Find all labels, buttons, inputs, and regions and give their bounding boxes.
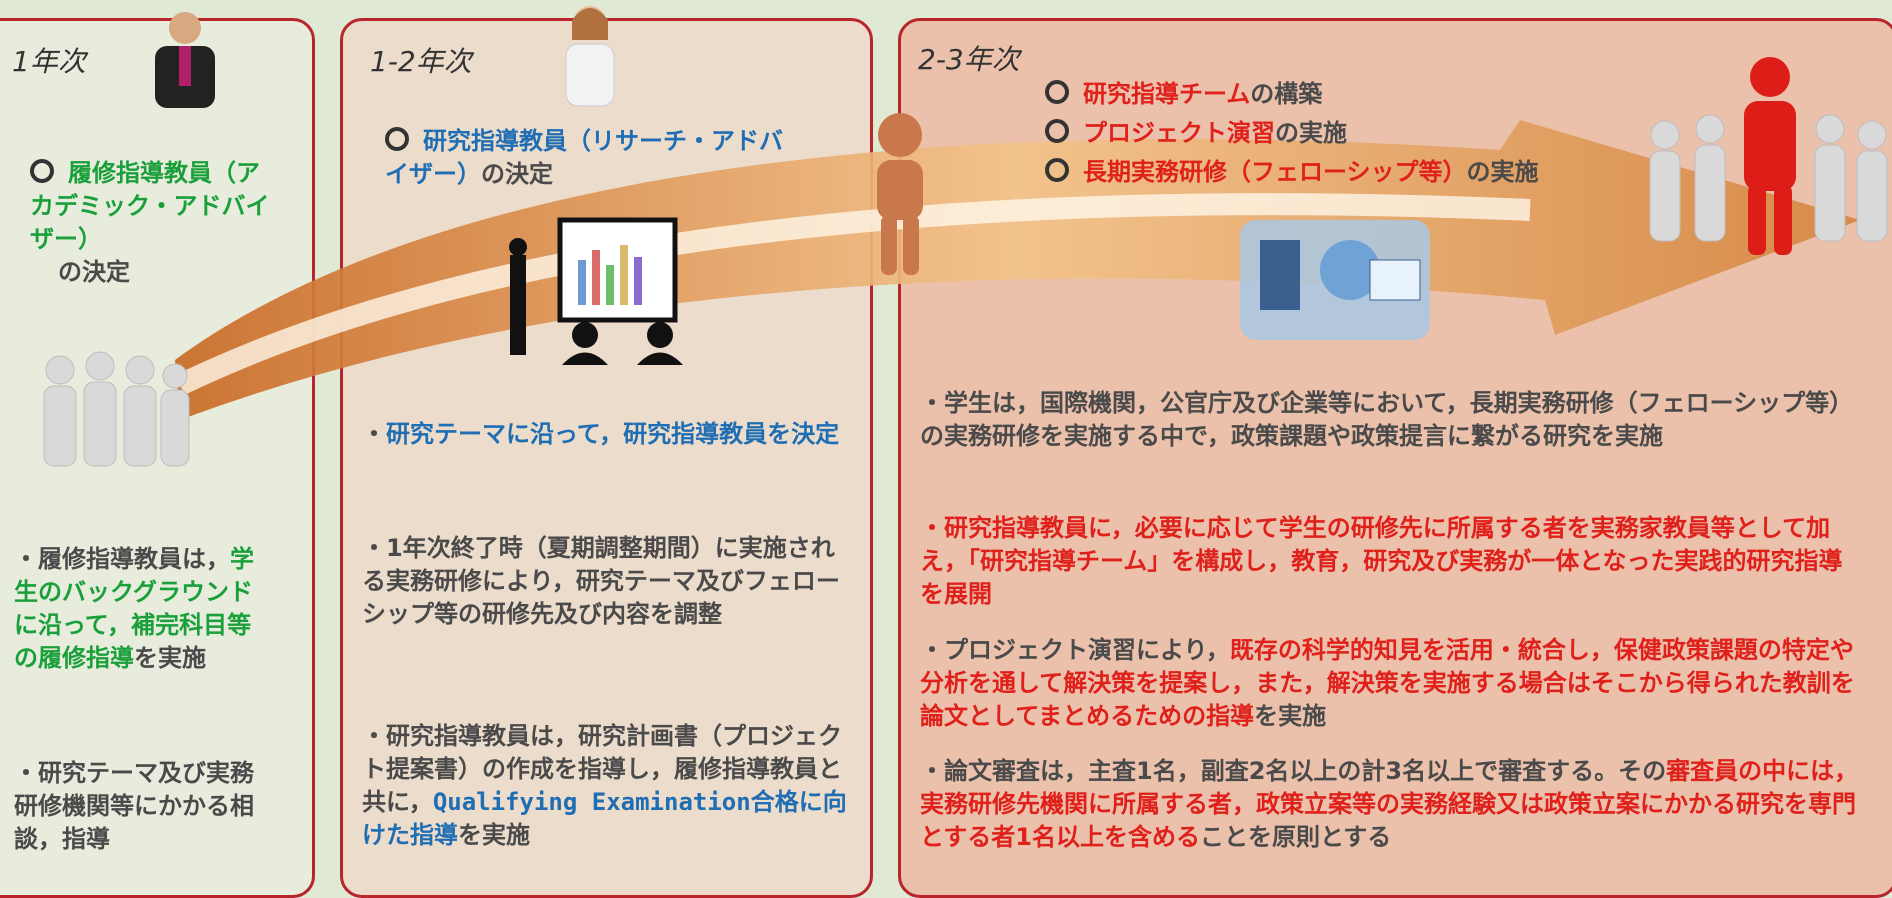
circle-icon <box>385 127 409 151</box>
panel2-bullet3: ・研究指導教員は，研究計画書（プロジェクト提案書）の作成を指導し，履修指導教員と… <box>362 722 847 849</box>
panel3-item-2: プロジェクト演習の実施 <box>1045 113 1347 148</box>
leader-with-crowd-icon <box>1649 57 1888 255</box>
year-label-3: 2-3年次 <box>918 43 1020 76</box>
crowd-left-icon <box>43 351 190 467</box>
panel2-bullet2: ・1年次終了時（夏期調整期間）に実施される実務研修により，研究テーマ及びフェロー… <box>362 534 840 628</box>
panel1-bullet2: ・研究テーマ及び実務研修機関等にかかる相談，指導 <box>14 759 254 853</box>
panel1-bullet1: ・履修指導教員は，学生のバックグラウンドに沿って，補完科目等の履修指導を実施 <box>14 545 254 672</box>
panel3-bullet1: ・学生は，国際機関，公官庁及び企業等において，長期実務研修（フェローシップ等）の… <box>920 389 1854 450</box>
panel1-heading: 履修指導教員（アカデミック・アドバイザー）の決定 <box>30 159 270 286</box>
panel3-bullet3: ・プロジェクト演習により，既存の科学的知見を活用・統合し，保健政策課題の特定や分… <box>920 636 1855 730</box>
panel3-bullet2: ・研究指導教員に，必要に応じて学生の研修先に所属する者を実務家教員等として加え，… <box>920 514 1843 608</box>
circle-icon <box>1045 119 1069 143</box>
woman-doctor-icon <box>565 6 615 107</box>
circle-icon <box>30 159 54 183</box>
student-figure-icon <box>877 113 923 275</box>
panel2-heading: 研究指導教員（リサーチ・アドバイザー）の決定 <box>385 127 783 188</box>
panel3-item-3: 長期実務研修（フェローシップ等）の実施 <box>1045 152 1539 187</box>
circle-icon <box>1045 80 1069 104</box>
presentation-icon <box>509 217 683 365</box>
year-label-2: 1-2年次 <box>370 45 472 78</box>
businessman-icon <box>155 12 215 108</box>
year-label-1: 1年次 <box>12 45 86 78</box>
panel3-item-1: 研究指導チームの構築 <box>1045 74 1322 109</box>
panel2-bullet1: ・研究テーマに沿って，研究指導教員を決定 <box>362 420 840 448</box>
panel3-bullet4: ・論文審査は，主査1名，副査2名以上の計3名以上で審査する。その審査員の中には，… <box>920 757 1859 851</box>
lab-collage-icon <box>1240 220 1430 340</box>
circle-icon <box>1045 158 1069 182</box>
